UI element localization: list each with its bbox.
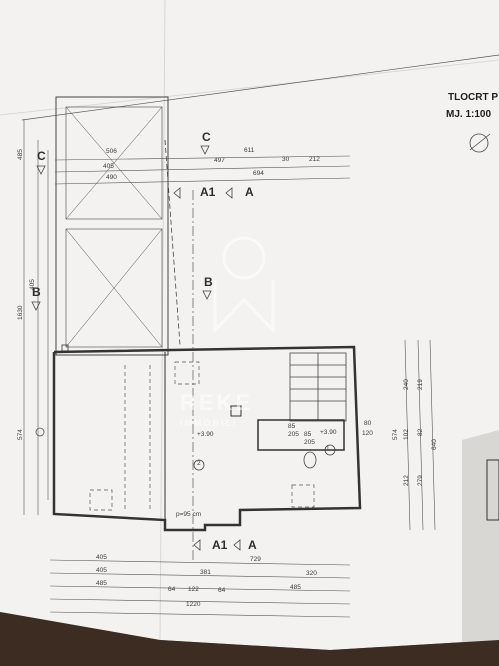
dim-label: 80 — [364, 420, 372, 427]
dim-label: 82 — [417, 428, 424, 436]
main-floor — [52, 345, 362, 532]
dim-label: 102 — [403, 429, 410, 440]
dim-label: 729 — [250, 556, 261, 563]
section-mark-b-left: B — [32, 285, 41, 299]
section-mark-a-top: A — [245, 185, 254, 199]
watermark-logo — [213, 236, 275, 334]
dim-label: 205 — [288, 431, 299, 438]
level-label: +3.90 — [197, 431, 214, 438]
dim-label: 85 — [304, 431, 312, 438]
dim-label: 1630 — [17, 305, 24, 320]
dim-label: 212 — [309, 156, 320, 163]
level-marker — [35, 427, 45, 437]
dim-label: 485 — [17, 149, 24, 160]
dim-label: 485 — [290, 584, 301, 591]
dim-label: 405 — [29, 279, 36, 290]
dim-label: 485 — [96, 580, 107, 587]
dim-label: 120 — [362, 430, 373, 437]
dim-label: 240 — [403, 379, 410, 390]
paper-fold — [159, 0, 166, 641]
dim-label: 205 — [304, 439, 315, 446]
dim-label: 122 — [188, 586, 199, 593]
section-mark-c-top: C — [202, 130, 211, 144]
dim-label: 212 — [403, 475, 410, 486]
dim-label: 611 — [244, 147, 255, 154]
dim-label: 279 — [417, 475, 424, 486]
section-mark-b-right: B — [204, 275, 213, 289]
dim-label: 1220 — [186, 601, 201, 608]
upper-structure — [55, 96, 181, 356]
bathroom — [257, 419, 345, 451]
section-mark-a-bottom: A — [248, 538, 257, 552]
parapet-label: p=95 cm — [176, 511, 202, 518]
staircase — [289, 352, 347, 422]
dim-label: 381 — [200, 569, 211, 576]
dim-label: 320 — [306, 570, 317, 577]
dim-label: 219 — [417, 379, 424, 390]
room-number: 1 — [326, 445, 330, 452]
dim-label: 574 — [392, 429, 399, 440]
paper-fold — [0, 59, 499, 116]
room-number: 2 — [197, 460, 201, 467]
dim-label: 640 — [431, 439, 438, 450]
dim-label: 85 — [288, 423, 296, 430]
dim-label: 497 — [214, 157, 225, 164]
dim-label: 405 — [96, 567, 107, 574]
dim-label: 64 — [168, 586, 176, 593]
plan-title: TLOCRT P — [448, 92, 498, 103]
dim-label: 30 — [282, 156, 290, 163]
watermark-brand: REKE — [180, 390, 254, 415]
dim-label: 574 — [17, 429, 24, 440]
plan-scale: MJ. 1:100 — [446, 109, 492, 120]
watermark-sub: IMMOBILI — [180, 418, 238, 428]
dim-label: 506 — [106, 148, 117, 155]
dim-label: 405 — [103, 163, 114, 170]
dim-label: 694 — [253, 170, 264, 177]
level-label: +3.90 — [320, 429, 337, 436]
section-mark-a1-top: A1 — [200, 185, 216, 199]
section-mark-c-left: C — [37, 149, 46, 163]
toilet-fixture — [303, 451, 317, 469]
dim-label: 405 — [96, 554, 107, 561]
dim-label: 490 — [106, 174, 117, 181]
dim-label: 64 — [218, 587, 226, 594]
section-mark-a1-bottom: A1 — [212, 538, 228, 552]
north-arrow-icon — [469, 133, 489, 153]
